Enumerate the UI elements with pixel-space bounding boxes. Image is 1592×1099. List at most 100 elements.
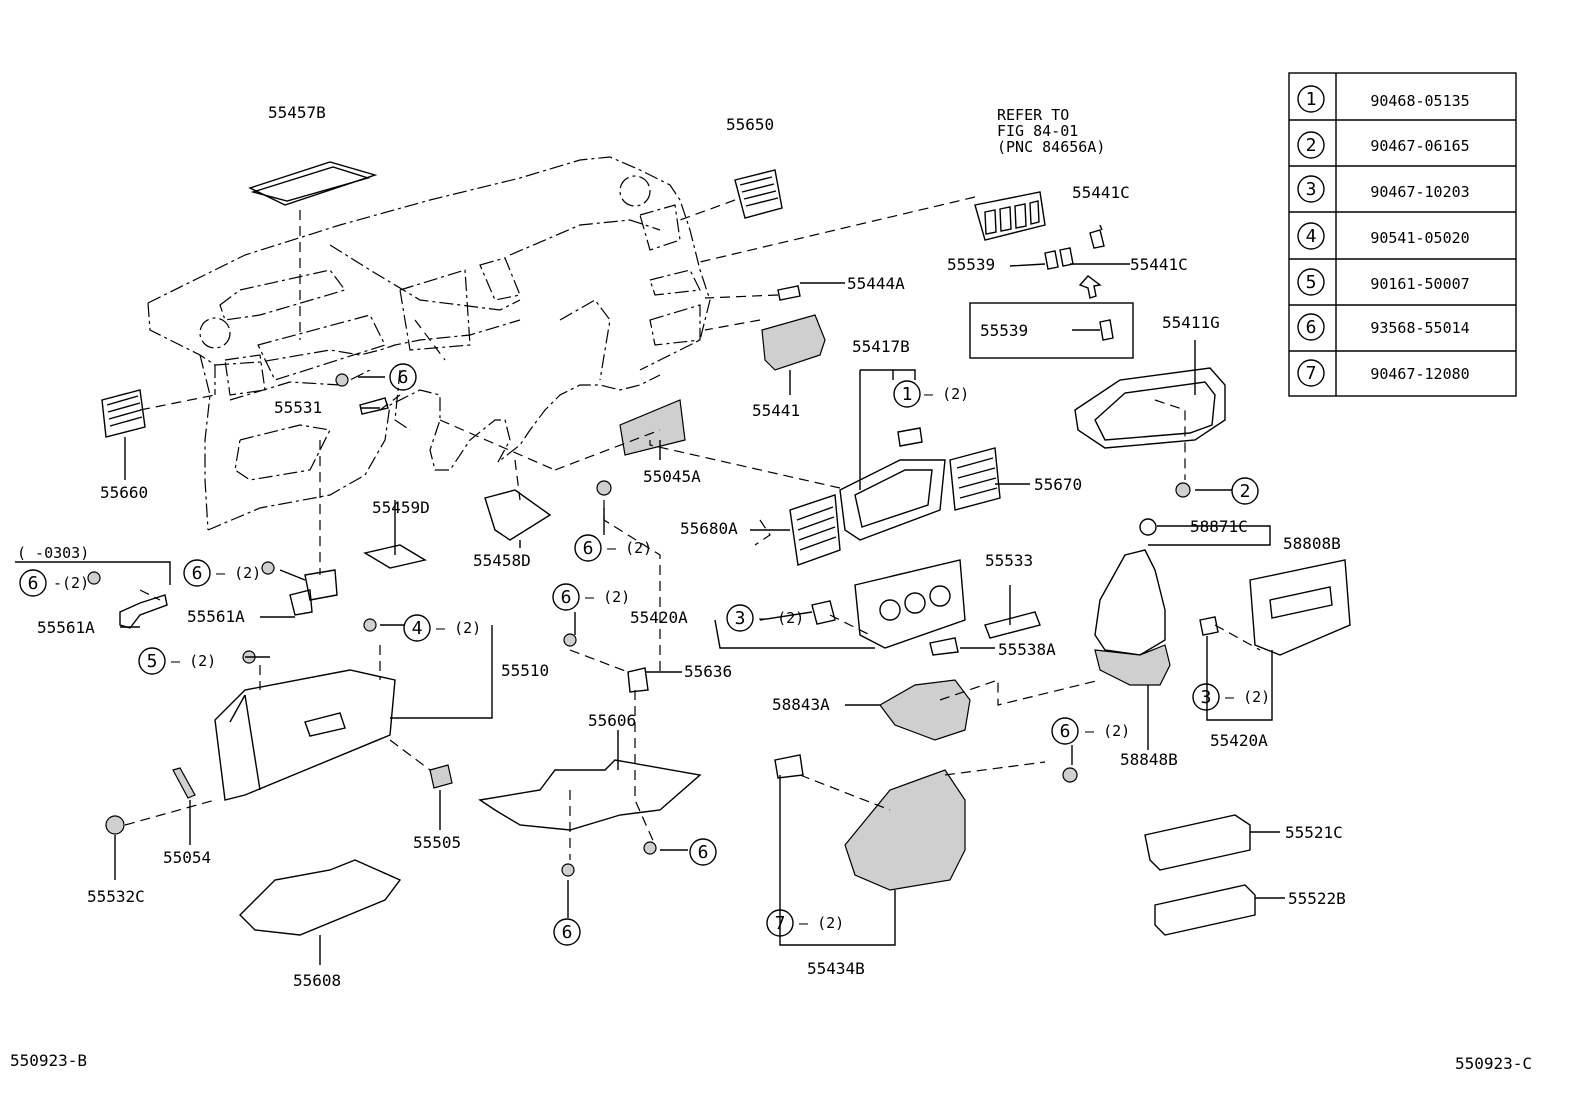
svg-text:3: 3 [735, 608, 746, 629]
part-label: 55420A [630, 608, 688, 627]
part-label: 58871C [1190, 517, 1248, 536]
fastener-number: 3 [1306, 179, 1317, 200]
diagram-id-left: 550923-B [10, 1051, 87, 1070]
callout-1: 1 [893, 380, 921, 408]
part-label: 55441C [1072, 183, 1130, 202]
part-drawings [87, 161, 1351, 936]
svg-text:6: 6 [192, 563, 203, 584]
fastener-number: 5 [1306, 272, 1317, 293]
part-label: 55561A [37, 618, 95, 637]
callout-6-year: 6 [19, 569, 47, 597]
fastener-row: 3 90467-10203 [1297, 175, 1470, 203]
part-label: 55417B [852, 337, 910, 356]
part-label: 55458D [473, 551, 531, 570]
refer-note-line: FIG 84-01 [997, 122, 1078, 140]
part-label: 55521C [1285, 823, 1343, 842]
part-label: 55420A [1210, 731, 1268, 750]
refer-note-line: REFER TO [997, 106, 1069, 124]
callout-6-r: 6 [1051, 717, 1079, 745]
fastener-row: 5 90161-50007 [1297, 268, 1470, 296]
qty-mark: – (2) [607, 539, 652, 557]
svg-text:4: 4 [412, 618, 423, 639]
qty-mark: – (2) [171, 652, 216, 670]
part-label: 55538A [998, 640, 1056, 659]
fastener-row: 4 90541-05020 [1297, 222, 1470, 250]
fastener-number: 6 [1306, 317, 1317, 338]
fastener-part-number: 90467-06165 [1370, 137, 1469, 155]
part-label: 55606 [588, 711, 636, 730]
part-label: 55532C [87, 887, 145, 906]
callout-7: 7 [766, 909, 794, 937]
part-label: 55660 [100, 483, 148, 502]
fastener-number: 7 [1306, 363, 1317, 384]
svg-text:6: 6 [1060, 721, 1071, 742]
svg-text:6: 6 [698, 842, 709, 863]
part-label: 55411G [1162, 313, 1220, 332]
fastener-part-number: 93568-55014 [1370, 319, 1469, 337]
fastener-row: 1 90468-05135 [1297, 85, 1470, 113]
part-label: 55539 [947, 255, 995, 274]
part-label: 55441 [752, 401, 800, 420]
year-range: ( -0303) [17, 544, 89, 562]
callout-4: 4 [403, 614, 431, 642]
fastener-part-number: 90161-50007 [1370, 275, 1469, 293]
svg-text:7: 7 [775, 913, 786, 934]
refer-note-line: (PNC 84656A) [997, 138, 1105, 156]
qty-mark: – (2) [1225, 688, 1270, 706]
callout-6-left: 6 [183, 559, 211, 587]
callout-5: 5 [138, 647, 166, 675]
part-label: 55670 [1034, 475, 1082, 494]
qty-mark: – (2) [924, 385, 969, 403]
svg-text:2: 2 [1240, 481, 1251, 502]
fastener-number: 1 [1306, 89, 1317, 110]
svg-text:6: 6 [583, 538, 594, 559]
part-label: 58848B [1120, 750, 1178, 769]
diagram-id-right: 550923-C [1455, 1054, 1532, 1073]
fastener-part-number: 90467-10203 [1370, 183, 1469, 201]
svg-text:3: 3 [1201, 687, 1212, 708]
part-label: 55459D [372, 498, 430, 517]
quantity-marks: – (2) -(2) – (2) – (2) – (2) – (2) – (2)… [53, 385, 1270, 932]
part-label: 55561A [187, 607, 245, 626]
fastener-row: 7 90467-12080 [1297, 359, 1470, 387]
fastener-number: 2 [1306, 135, 1317, 156]
callout-6-bl: 6 [689, 838, 717, 866]
qty-mark: – (2) [759, 609, 804, 627]
part-label: 55457B [268, 103, 326, 122]
part-label: 55531 [274, 398, 322, 417]
part-label: 55650 [726, 115, 774, 134]
dashed-leaders [124, 196, 1261, 860]
callout-2: 2 [1231, 477, 1259, 505]
qty-mark: – (2) [436, 619, 481, 637]
fastener-number: 4 [1306, 226, 1317, 247]
fastener-row: 2 90467-06165 [1297, 131, 1470, 159]
part-label: 55539 [980, 321, 1028, 340]
fastener-table: 1 90468-05135 2 90467-06165 3 90467-1020… [1288, 72, 1517, 397]
qty-mark: – (2) [216, 564, 261, 582]
part-label: 58808B [1283, 534, 1341, 553]
callout-3-a: 3 [726, 604, 754, 632]
part-labels: 55457B 55650 REFER TO FIG 84-01 (PNC 846… [10, 103, 1532, 1073]
part-label: 55680A [680, 519, 738, 538]
part-label: 55054 [163, 848, 211, 867]
callout-3-b: 3 [1192, 683, 1220, 711]
callout-6-mid: 6 [574, 534, 602, 562]
fastener-part-number: 90541-05020 [1370, 229, 1469, 247]
qty-mark: -(2) [53, 574, 89, 592]
part-label: 55434B [807, 959, 865, 978]
solid-leaders [15, 224, 1285, 965]
part-label: 55510 [501, 661, 549, 680]
part-label: 55444A [847, 274, 905, 293]
svg-text:6: 6 [562, 922, 573, 943]
qty-mark: – (2) [585, 588, 630, 606]
svg-text:5: 5 [147, 651, 158, 672]
qty-mark: – (2) [1085, 722, 1130, 740]
part-label: 55045A [643, 467, 701, 486]
part-label: 55636 [684, 662, 732, 681]
svg-text:6: 6 [28, 573, 39, 594]
qty-mark: – (2) [799, 914, 844, 932]
fastener-part-number: 90467-12080 [1370, 365, 1469, 383]
part-label: 55522B [1288, 889, 1346, 908]
svg-text:6: 6 [561, 587, 572, 608]
